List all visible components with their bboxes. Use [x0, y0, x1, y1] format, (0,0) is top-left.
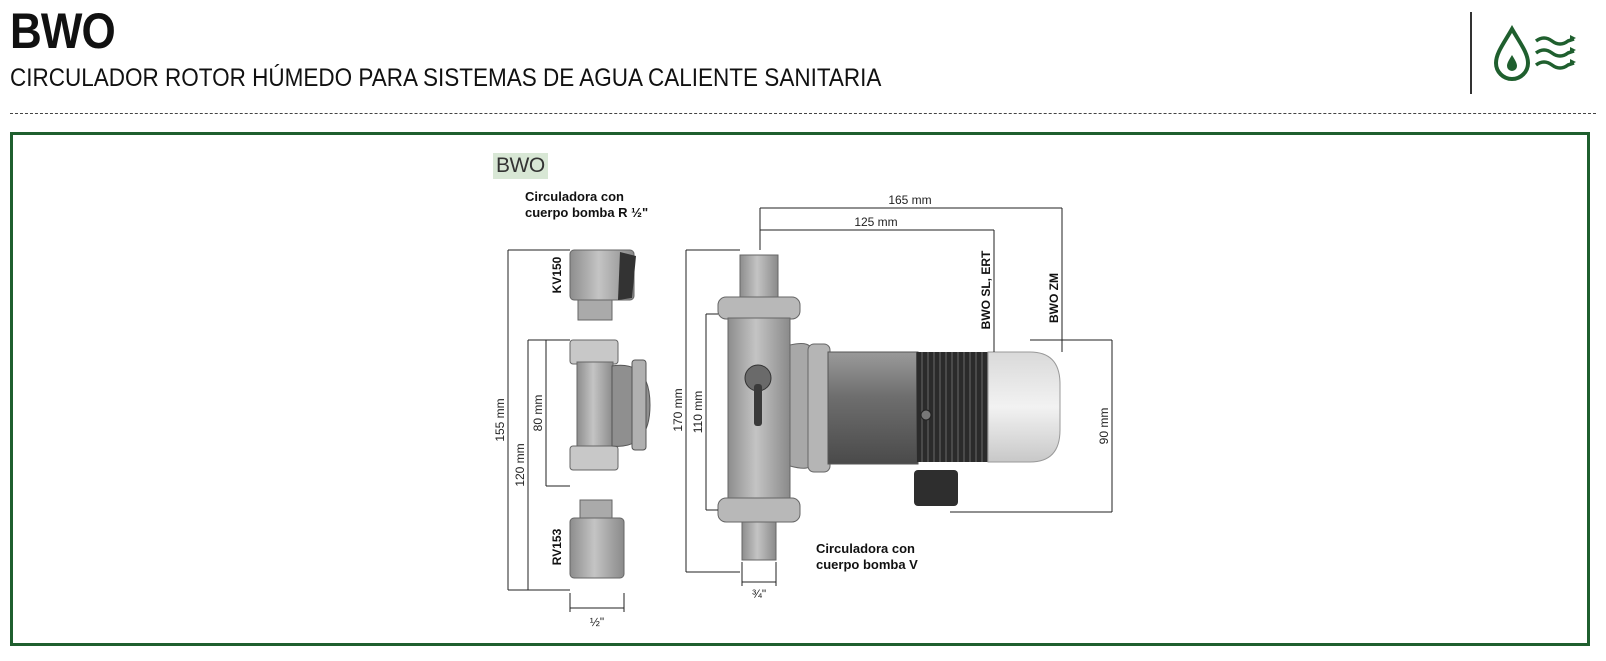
- dim-170: 170 mm: [671, 388, 685, 431]
- dim-90: 90 mm: [1097, 408, 1111, 445]
- pump-body-v: [717, 254, 801, 561]
- header-separator: [1470, 12, 1472, 94]
- dim-80: 80 mm: [531, 395, 545, 432]
- note-left-line-1: Circuladora con: [525, 189, 624, 204]
- dim-155: 155 mm: [493, 398, 507, 441]
- rv153-fitting: [569, 499, 625, 579]
- dim-110: 110 mm: [691, 391, 705, 433]
- kv150-valve: [569, 249, 636, 321]
- dim-125: 125 mm: [854, 215, 897, 229]
- water-drop-heat-waves-icon: [1493, 25, 1576, 81]
- label-kv150: KV150: [550, 256, 564, 293]
- dim-120: 120 mm: [513, 443, 527, 486]
- r-half-pump-body: [569, 339, 651, 471]
- label-bwo-zm: BWO ZM: [1047, 273, 1061, 323]
- dim-165: 165 mm: [888, 193, 931, 207]
- dim-half-inch: ½": [590, 615, 604, 629]
- note-right-line-1: Circuladora con: [816, 541, 915, 556]
- pump-motor: [789, 343, 1061, 506]
- label-bwo-sl-ert: BWO SL, ERT: [979, 250, 993, 329]
- page-title: BWO: [10, 3, 116, 59]
- dimension-lines: [507, 207, 1113, 612]
- note-left: Circuladora con cuerpo bomba R ½": [525, 189, 648, 221]
- label-rv153: RV153: [550, 528, 564, 565]
- diagram-badge: BWO: [493, 153, 548, 179]
- note-right-line-2: cuerpo bomba V: [816, 557, 918, 572]
- header-divider: [10, 113, 1596, 114]
- note-left-line-2: cuerpo bomba R ½": [525, 205, 649, 220]
- content-frame: [10, 132, 1590, 646]
- page-subtitle: CIRCULADOR ROTOR HÚMEDO PARA SISTEMAS DE…: [10, 64, 882, 92]
- dim-three-quarter-inch: ¾": [752, 587, 766, 601]
- note-right: Circuladora con cuerpo bomba V: [816, 541, 918, 573]
